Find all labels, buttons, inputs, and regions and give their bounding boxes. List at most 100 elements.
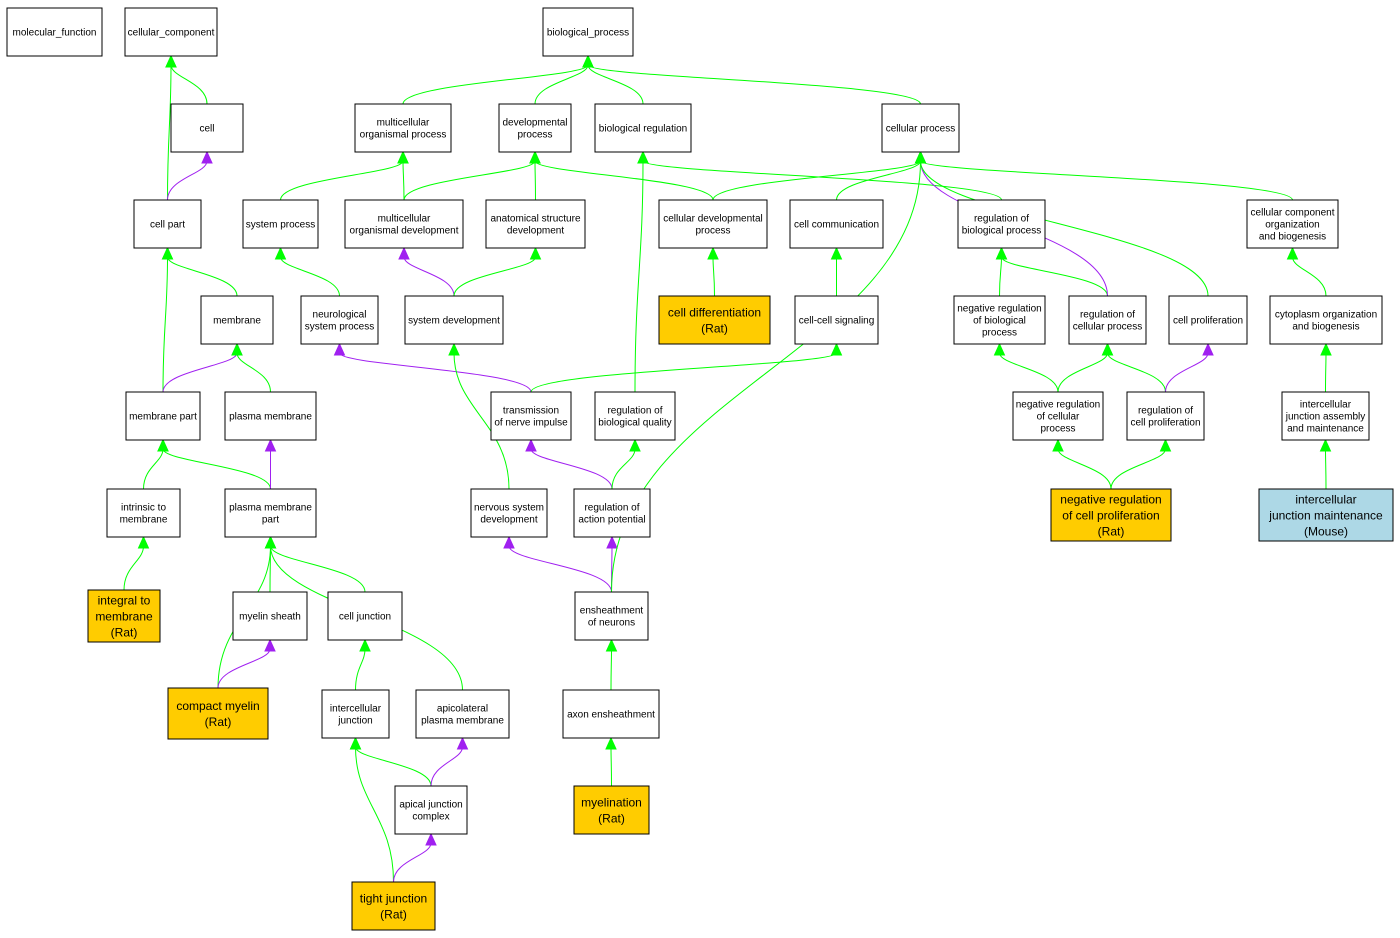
go-term-node-molecular-function[interactable]: molecular_function	[6, 7, 103, 57]
node-label-line: plasma membrane	[229, 411, 312, 422]
go-term-node-biological-regulation[interactable]: biological regulation	[594, 103, 692, 153]
go-term-node-myelin-sheath[interactable]: myelin sheath	[232, 591, 308, 641]
edge-line	[430, 746, 463, 787]
edge-line	[712, 160, 921, 201]
go-term-node-cell-differentiation[interactable]: cell differentiation(Rat)	[658, 295, 771, 345]
edge-line	[1292, 256, 1327, 297]
go-term-node-cell-communication[interactable]: cell communication	[789, 199, 884, 249]
edge-line	[162, 256, 168, 393]
edge-line	[920, 160, 1293, 201]
edge-is-a	[605, 736, 617, 787]
go-term-node-system-process[interactable]: system process	[242, 199, 319, 249]
edge-part-of	[393, 832, 437, 883]
edge-is-a	[995, 246, 1108, 297]
node-box	[133, 199, 202, 249]
edge-line	[453, 352, 510, 490]
node-box	[224, 391, 317, 441]
node-label-line: anatomical structure	[490, 213, 580, 224]
node-label-line: myelin sheath	[239, 611, 301, 622]
node-label-line: intercellular	[1295, 492, 1356, 506]
arrowhead	[397, 150, 409, 164]
go-term-node-biological-process[interactable]: biological_process	[542, 7, 634, 57]
node-label-line: integral to	[98, 593, 151, 607]
edge-is-a	[707, 246, 719, 297]
edge-line	[587, 64, 644, 105]
node-box	[125, 391, 201, 441]
arrowhead	[707, 246, 719, 260]
node-label-line: plasma membrane	[229, 502, 312, 513]
go-term-node-cell-proliferation[interactable]: cell proliferation	[1168, 295, 1248, 345]
node-box	[594, 391, 676, 441]
node-box	[200, 295, 274, 345]
go-term-node-cell-part[interactable]: cell part	[133, 199, 202, 249]
node-box	[106, 488, 181, 538]
go-term-node-cell-cell-signaling[interactable]: cell-cell signaling	[794, 295, 879, 345]
go-term-node-myelination[interactable]: myelination (Rat)	[573, 785, 650, 835]
node-label-line: (Rat)	[598, 811, 625, 825]
edge-is-a	[1319, 438, 1332, 490]
go-term-node-membrane[interactable]: membrane	[200, 295, 274, 345]
edge-line	[402, 160, 405, 201]
node-label-line: plasma membrane	[421, 715, 504, 726]
node-label-line: myelination	[581, 795, 642, 809]
node-label-line: cell-cell signaling	[799, 315, 875, 326]
go-term-node-compact-myelin[interactable]: compact myelin(Rat)	[167, 687, 269, 740]
go-term-node-membrane-part[interactable]: membrane part	[125, 391, 201, 441]
edge-line	[1001, 256, 1108, 297]
edge-is-a	[157, 438, 271, 490]
edge-line	[167, 64, 172, 201]
edge-is-a	[349, 736, 394, 883]
go-term-node-cell-junction[interactable]: cell junction	[327, 591, 403, 641]
node-label-line: intercellular	[330, 703, 382, 714]
go-term-node-cell[interactable]: cell	[170, 103, 244, 153]
go-term-node-cellular-process[interactable]: cellular process	[881, 103, 960, 153]
go-term-node-cellular-component[interactable]: cellular_component	[124, 7, 218, 57]
node-box	[573, 785, 650, 835]
go-term-node-system-development[interactable]: system development	[404, 295, 504, 345]
go-term-node-tight-junction[interactable]: tight junction(Rat)	[351, 881, 436, 931]
node-label-line: organization	[1265, 219, 1319, 230]
edge-line	[280, 160, 404, 201]
node-box	[224, 488, 317, 538]
edge-part-of	[430, 736, 469, 787]
go-term-node-axon-ensheathment[interactable]: axon ensheathment	[562, 689, 660, 739]
edge-is-a	[1320, 342, 1332, 393]
node-label-line: (Rat)	[380, 907, 407, 921]
edge-line	[836, 160, 921, 201]
node-label-line: junction assembly	[1285, 411, 1365, 422]
edge-line	[236, 352, 271, 393]
go-term-node-plasma-membrane[interactable]: plasma membrane	[224, 391, 317, 441]
edge-is-a	[397, 150, 409, 201]
edge-is-a	[1052, 438, 1112, 490]
node-box	[574, 591, 649, 641]
edge-line	[611, 448, 636, 490]
edge-line	[534, 160, 536, 201]
